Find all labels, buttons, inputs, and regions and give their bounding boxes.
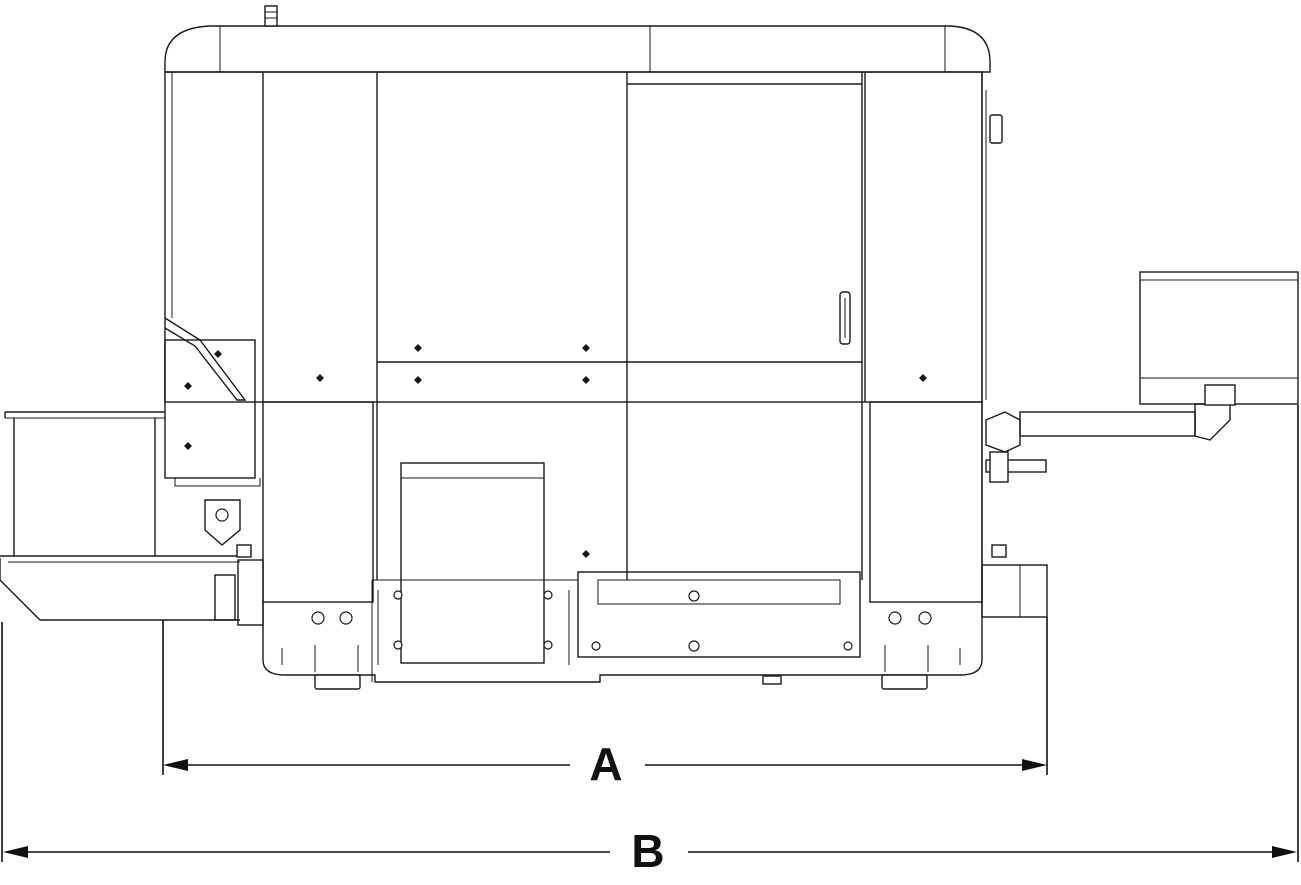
dimension-a: A: [162, 617, 1048, 790]
left-hopper-tray: [0, 558, 240, 621]
inner-chute: [164, 317, 247, 401]
base: [262, 600, 983, 683]
left-infeed-conveyor: [0, 411, 264, 626]
main-cabinet: [164, 5, 991, 690]
top-hood: [164, 25, 991, 73]
dimension-b-label: B: [631, 825, 664, 877]
foot-right: [881, 674, 928, 690]
foot-left: [314, 674, 361, 690]
right-outfeed-unit: [981, 114, 1299, 618]
right-clamp: [985, 411, 1021, 453]
dimension-a-arrow-right: [1022, 759, 1047, 771]
foot-center: [762, 675, 782, 685]
right-box: [1139, 271, 1299, 405]
dimension-b: B: [1, 405, 1299, 877]
top-connector: [264, 5, 278, 27]
front-drawer: [577, 571, 861, 658]
center-box: [400, 462, 545, 664]
dimension-b-arrow-right: [1272, 846, 1297, 858]
dimension-a-arrow-left: [163, 759, 188, 771]
left-clamp: [204, 499, 241, 546]
side-sensor: [989, 114, 1003, 144]
dimension-a-label: A: [589, 738, 622, 790]
fasteners: [184, 344, 932, 652]
dimension-b-arrow-left: [3, 846, 28, 858]
